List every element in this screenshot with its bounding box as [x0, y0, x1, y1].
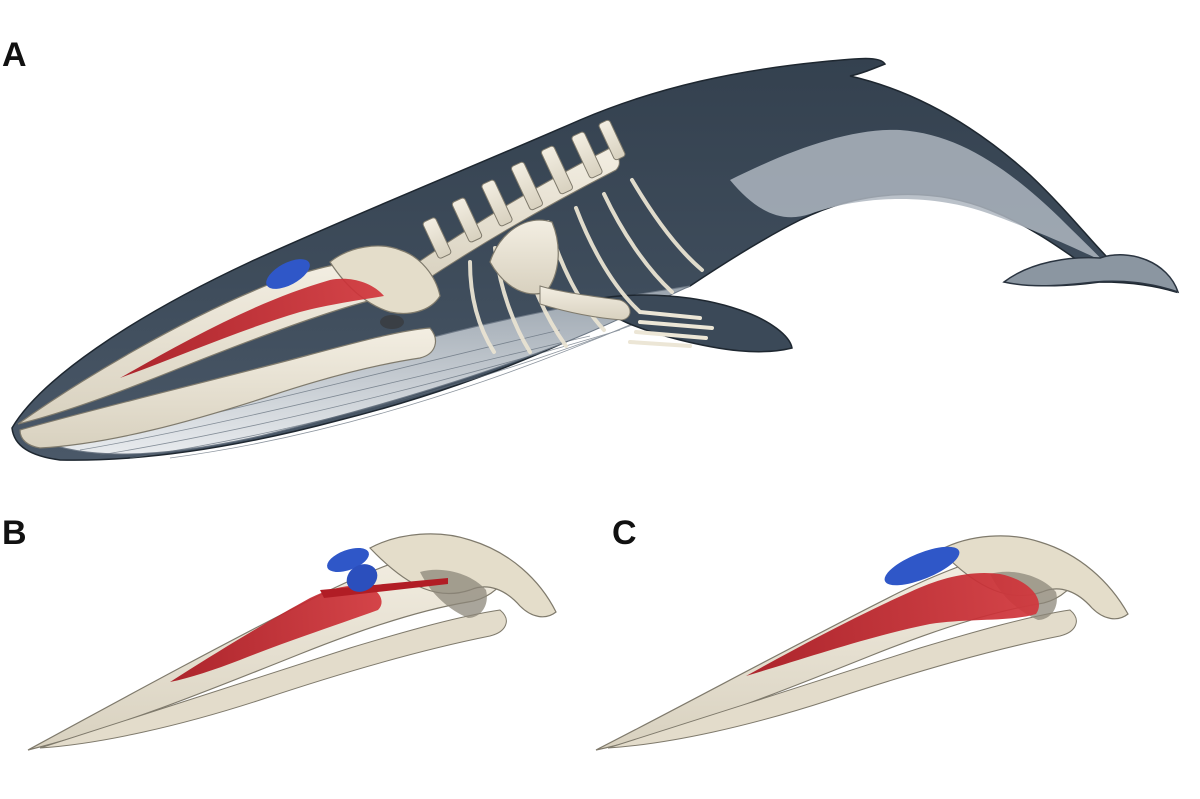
scapula: [489, 219, 559, 295]
flipper-bones: [628, 310, 714, 348]
panel-label-b: B: [2, 514, 27, 552]
skull-b-lower: [39, 609, 507, 749]
skull-illustration-b: [27, 533, 557, 751]
panel-label-a: A: [2, 36, 27, 74]
whale-flipper: [588, 294, 793, 353]
whale-illustration: [11, 57, 1180, 461]
panel-label-c: C: [612, 514, 637, 552]
whale-fluke: [1002, 254, 1180, 294]
muscle-blue-c: [884, 546, 960, 586]
groove-lines: [59, 311, 661, 459]
muscle-red-b-strap: [320, 578, 448, 598]
whale-flank-blaze: [730, 129, 1104, 262]
muscle-red-c: [746, 572, 1039, 676]
skull-mandible: [19, 327, 437, 449]
vertebral-column: [409, 119, 626, 285]
muscle-blue-a: [266, 259, 310, 289]
forelimb-bone: [539, 285, 631, 321]
muscle-blue-b2: [346, 564, 378, 592]
muscle-red-b: [170, 585, 382, 682]
skull-illustration-c: [595, 535, 1129, 751]
skull-cranium: [329, 245, 441, 315]
skull-orbit: [380, 315, 404, 329]
skull-c-lower: [607, 609, 1077, 749]
muscle-red-a: [120, 278, 384, 378]
